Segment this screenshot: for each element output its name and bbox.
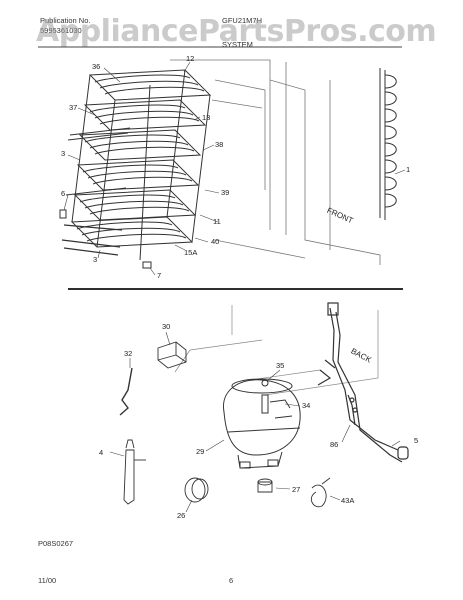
grommet-26 — [184, 477, 209, 503]
clip-43a — [310, 477, 331, 508]
callout-4: 4 — [99, 448, 104, 457]
callout-38: 38 — [215, 140, 224, 149]
callout-15a: 15A — [184, 248, 198, 257]
model-number: GFU21M7H — [222, 16, 263, 25]
callout-37: 37 — [69, 103, 78, 112]
wire-harness — [317, 302, 409, 463]
callout-5: 5 — [414, 436, 419, 445]
section-title: SYSTEM — [222, 40, 253, 49]
callout-86: 86 — [330, 440, 339, 449]
callout-29: 29 — [196, 447, 205, 456]
callout-7: 7 — [157, 271, 162, 280]
footer-date: 11/00 — [38, 576, 57, 585]
side-evaporator-coil — [379, 68, 397, 220]
cabinet-outline — [170, 59, 381, 265]
compressor — [223, 378, 301, 469]
publication-label: Publication No. — [40, 16, 91, 25]
callout-30: 30 — [162, 322, 171, 331]
callout-12: 12 — [186, 54, 195, 63]
callout-35: 35 — [276, 361, 285, 370]
callout-1: 1 — [406, 165, 411, 174]
callout-43a: 43A — [341, 496, 355, 505]
callout-32: 32 — [124, 349, 133, 358]
callout-26: 26 — [177, 511, 186, 520]
relay-part — [157, 341, 187, 369]
callout-40: 40 — [211, 237, 220, 246]
callout-3-lower: 3 — [93, 255, 98, 264]
callout-13: 13 — [202, 113, 211, 122]
part-code: P08S0267 — [38, 539, 74, 548]
callout-34: 34 — [302, 401, 311, 410]
callout-36: 36 — [92, 62, 101, 71]
page-number: 6 — [229, 576, 234, 585]
shelf-coil-stack — [59, 69, 212, 269]
tube-part-4 — [123, 439, 146, 505]
callout-6: 6 — [61, 189, 66, 198]
publication-number: 5995361030 — [40, 26, 82, 35]
callout-39: 39 — [221, 188, 230, 197]
callout-3-upper: 3 — [61, 149, 66, 158]
watermark-text: AppliancePartsPros.com — [36, 14, 437, 49]
callout-27: 27 — [292, 485, 301, 494]
wire-32 — [119, 367, 133, 416]
grommet-27 — [257, 478, 273, 493]
callout-11: 11 — [213, 217, 221, 226]
